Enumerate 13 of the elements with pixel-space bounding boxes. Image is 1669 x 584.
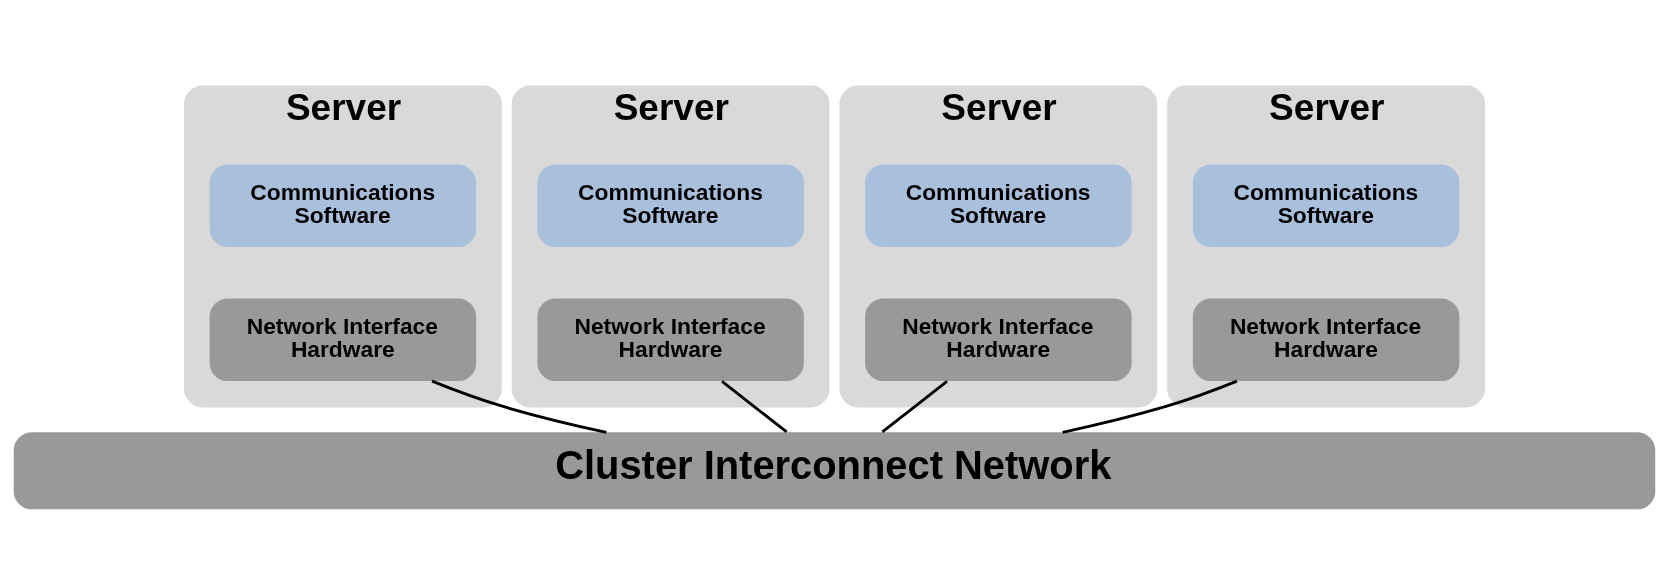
connector (431, 379, 607, 434)
connector (881, 380, 948, 434)
node-box: Network Interface Hardware (209, 298, 477, 382)
node-box: Communications Software (209, 164, 477, 248)
node-box: Network Interface Hardware (537, 298, 804, 382)
connector (1062, 379, 1238, 434)
node-box: Network Interface Hardware (1192, 298, 1460, 382)
node-box: Communications Software (1192, 164, 1460, 248)
node-box: Cluster Interconnect Network (13, 432, 1656, 510)
node-box: Communications Software (865, 164, 1132, 248)
node-box: Network Interface Hardware (865, 298, 1132, 382)
node-box: Communications Software (537, 164, 804, 248)
connector (721, 380, 788, 434)
